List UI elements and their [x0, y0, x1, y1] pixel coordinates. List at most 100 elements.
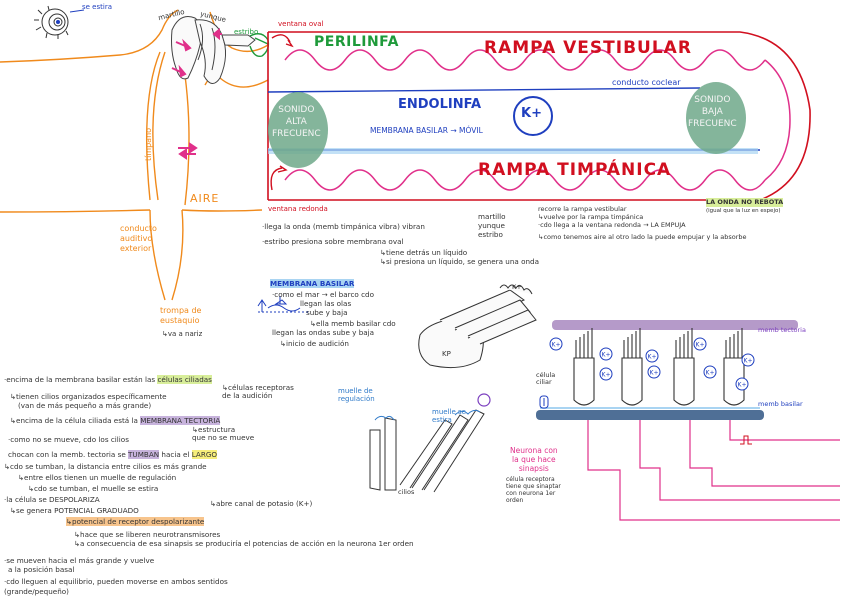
neuron-label: Neurona con la que hace sinapsis — [510, 446, 558, 473]
cochlea-outline — [267, 31, 811, 201]
potassium-ion-badge-label: K+ — [696, 342, 705, 349]
potassium-ion-badge — [599, 347, 613, 361]
note-stapes-presses: ·estribo presiona sobre membrana oval — [262, 237, 404, 246]
channel-icon — [539, 395, 549, 409]
neuron-label-line-3: sinapsis — [518, 464, 549, 473]
potassium-ion-badge-label: K+ — [602, 372, 611, 379]
hair-cell-label-line-2: ciliar — [536, 378, 552, 386]
receptor-note-line-3: con neurona 1er — [506, 490, 556, 497]
note-b4-highlight: MEMBRANA TECTORIA — [140, 416, 221, 425]
note-b1r-line-1: ↳células receptoras — [222, 383, 294, 392]
ossicles-sketch — [171, 16, 256, 84]
potassium-ion-badge — [741, 353, 755, 367]
note-b4r-line-2: que no se mueve — [192, 433, 255, 442]
note-b1-highlight: células ciliadas — [157, 375, 212, 384]
basilar-membrane-highlight — [268, 148, 758, 154]
action-potential-icon — [740, 435, 752, 445]
nose-label: ↳va a nariz — [162, 330, 203, 338]
potassium-ion-badge — [599, 367, 613, 381]
note-b12: ↳potencial de receptor despolarizante — [66, 517, 205, 526]
eustachian-label-line-1: trompa de — [160, 306, 202, 315]
note-b18: (grande/pequeño) — [4, 587, 69, 596]
basilar-line-5: llegan las ondas sube y baja — [272, 328, 375, 337]
high-frequency-line-2: ALTA — [285, 117, 307, 127]
note-fluid-behind: ↳tiene detrás un líquido — [380, 248, 468, 257]
note-wave-arrives: ·llega la onda (memb timpánica vibra) vi… — [262, 222, 425, 231]
cilia-label: cilios — [398, 488, 415, 496]
note-b15: ·se mueven hacia el más grande y vuelve — [4, 556, 155, 565]
vibration-arrows — [171, 27, 222, 160]
hair-cell-bundle-sketch — [418, 284, 537, 369]
air-label: AIRE — [190, 192, 220, 205]
scala-tympani-title: RAMPA TIMPÁNICA — [478, 160, 672, 180]
note-ossicle-3: estribo — [478, 230, 503, 239]
potassium-ion-badge-label: K+ — [706, 370, 715, 377]
spring-stretch-label: muelle se estira — [432, 408, 466, 424]
note-b6-text-2: hacia el — [161, 450, 190, 459]
stapes-label: estribo — [234, 28, 259, 36]
spring-stretch-line-1: muelle se — [432, 408, 466, 416]
hair-cell-body — [723, 357, 745, 406]
potassium-ion-badge-label: K+ — [602, 352, 611, 359]
eustachian-label: trompa de eustaquio — [160, 306, 201, 326]
tympanum-label: tímpano — [144, 127, 154, 162]
note-b10-right: ↳abre canal de potasio (K+) — [210, 499, 313, 508]
receptor-note-line-4: orden — [506, 497, 524, 504]
high-frequency-region — [268, 92, 328, 168]
note-b14: ↳a consecuencia de esa sinapsis se produ… — [74, 539, 414, 548]
endolymph-title: ENDOLINFA — [398, 97, 482, 112]
hair-cell-body — [673, 357, 695, 406]
kp-label: KP — [442, 350, 451, 358]
receptor-cell-note: célula receptora tiene que sinaptar con … — [506, 476, 561, 504]
tip-link-springs — [374, 409, 481, 421]
ear-canal-label-line-3: exterior — [120, 244, 152, 253]
high-frequency-line-1: SONIDO — [278, 105, 315, 115]
note-b5: ·como no se mueve, cdo los cilios — [8, 435, 129, 444]
basilar-line-4: ↳ella memb basilar cdo — [310, 319, 396, 328]
round-window-label: ventana redonda — [268, 205, 328, 213]
regulation-spring-line-2: regulación — [338, 395, 375, 403]
note-b6-highlight-1: TUMBAN — [128, 450, 160, 459]
high-frequency-label: SONIDO ALTA FRECUENC — [272, 104, 321, 140]
oval-window-label: ventana oval — [278, 20, 324, 28]
note-b4: ↳encima de la célula ciliada está la MEM… — [10, 416, 221, 425]
note-b16: a la posición basal — [8, 565, 75, 574]
regulation-spring-label: muelle de regulación — [338, 387, 375, 403]
tectorial-membrane — [552, 320, 798, 330]
oval-window-arrows — [270, 34, 294, 191]
kplus-small-label: K+ — [512, 283, 522, 291]
stretch-label: se estira — [82, 3, 112, 11]
note-b3: (van de más pequeño a más grande) — [18, 401, 152, 410]
note-ossicle-1: martillo — [478, 212, 506, 221]
note-b6-text-1: chocan con la memb. tectoria se — [8, 450, 126, 459]
basilar-line-1: ·como el mar → el barco cdo — [272, 290, 374, 299]
ear-canal-label: conducto auditivo exterior — [120, 224, 157, 254]
hair-cell-label-line-1: célula — [536, 371, 556, 379]
note-returns-tympanic: ↳vuelve por la rampa timpánica — [538, 213, 644, 221]
scala-vestibuli-title: RAMPA VESTIBULAR — [484, 38, 692, 58]
regulation-spring-line-1: muelle de — [338, 387, 373, 395]
hair-cell-body — [621, 357, 643, 406]
potassium-ion-badge — [647, 365, 661, 379]
note-b7: ↳cdo se tumban, la distancia entre cilio… — [4, 462, 207, 471]
note-b8: ↳entre ellos tienen un muelle de regulac… — [18, 473, 177, 482]
note-b1-text: ·encima de la membrana basilar están las — [4, 375, 156, 384]
note-wave-generated: ↳si presiona un líquido, se genera una o… — [380, 257, 540, 266]
stirrup-connection — [249, 33, 270, 57]
low-frequency-line-2: BAJA — [701, 107, 723, 117]
note-b17: ·cdo lleguen al equilibrio, pueden mover… — [4, 577, 228, 586]
eustachian-label-line-2: eustaquio — [160, 316, 200, 325]
basilar-box-title: MEMBRANA BASILAR — [270, 279, 355, 288]
ear-canal-label-line-2: auditivo — [120, 234, 153, 243]
neuron-label-line-2: la que hace — [512, 455, 556, 464]
perilymph-waves — [284, 49, 791, 191]
note-b4-right: ↳estructura que no se mueve — [192, 426, 254, 442]
potassium-ion-badge-label: K+ — [738, 382, 747, 389]
potassium-ion-badge — [693, 337, 707, 351]
ear-canal-label-line-1: conducto — [120, 224, 157, 233]
high-frequency-line-3: FRECUENC — [272, 129, 321, 139]
potassium-ion-badge-label: K+ — [648, 354, 657, 361]
note-ossicle-2: yunque — [478, 221, 505, 230]
note-mirror: (igual que la luz en espejo) — [706, 208, 781, 214]
